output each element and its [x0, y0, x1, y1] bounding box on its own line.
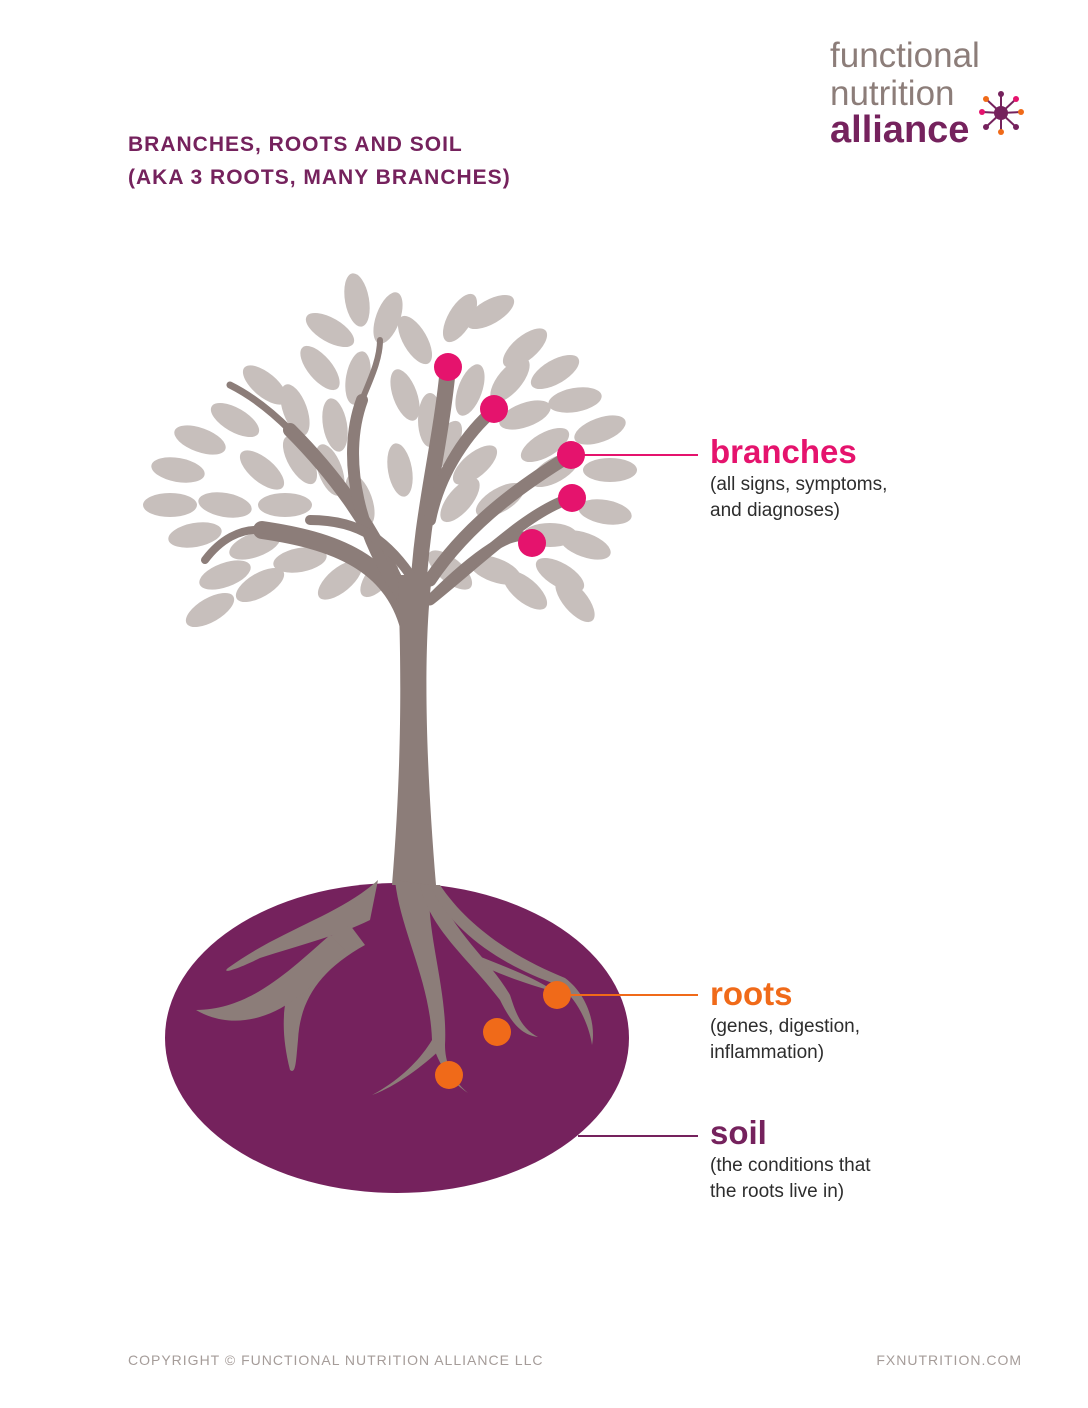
leaf — [574, 415, 626, 445]
leaf — [151, 457, 205, 483]
leaf — [185, 592, 235, 628]
leaf — [235, 567, 285, 603]
leaf — [258, 493, 312, 517]
leaf — [502, 328, 548, 368]
leaf — [530, 354, 580, 390]
branch-dot — [518, 529, 546, 557]
roots-callout: roots (genes, digestion, inflammation) — [710, 974, 860, 1066]
network-star-icon — [979, 91, 1024, 135]
leaf — [174, 425, 226, 455]
leaf — [465, 294, 515, 330]
page-title-line-1: BRANCHES, ROOTS AND SOIL — [128, 133, 463, 156]
leaf — [168, 522, 222, 548]
leaf — [373, 292, 403, 344]
roots-description-line-2: inflammation) — [710, 1042, 825, 1063]
root-dot — [483, 1018, 511, 1046]
leaf — [143, 493, 197, 517]
logo-text-alliance: alliance — [830, 109, 970, 151]
branch-dot — [558, 484, 586, 512]
soil-description-line-1: (the conditions that — [710, 1155, 871, 1176]
tree-roots — [196, 880, 593, 1095]
branch-dots — [434, 353, 586, 557]
leaf — [242, 365, 288, 405]
branches-callout: branches (all signs, symptoms, and diagn… — [710, 432, 887, 524]
leaf — [455, 364, 485, 416]
roots-label: roots — [710, 975, 793, 1012]
leaf — [578, 499, 632, 525]
leaf — [390, 369, 420, 421]
root-dots — [435, 981, 571, 1089]
leaf — [210, 402, 260, 438]
leaf — [397, 315, 433, 365]
leaf — [452, 445, 498, 485]
soil-description-line-2: the roots live in) — [710, 1181, 845, 1202]
leaf — [440, 477, 480, 523]
logo-text-nutrition: nutrition — [830, 74, 955, 113]
leaf — [239, 450, 285, 490]
copyright-notice: COPYRIGHT © FUNCTIONAL NUTRITION ALLIANC… — [128, 1352, 544, 1368]
leaf — [387, 443, 413, 497]
branch-dot — [480, 395, 508, 423]
leaf — [280, 384, 310, 436]
roots-description-line-1: (genes, digestion, — [710, 1016, 860, 1037]
website-url: FXNUTRITION.COM — [876, 1352, 1022, 1368]
leaf — [273, 547, 327, 573]
root-dot — [543, 981, 571, 1009]
page-title-line-2: (AKA 3 ROOTS, MANY BRANCHES) — [128, 166, 511, 189]
soil-label: soil — [710, 1114, 767, 1151]
soil-ellipse — [165, 883, 629, 1193]
branch-dot — [557, 441, 585, 469]
leaf — [548, 387, 602, 413]
branches-description-line-2: and diagnoses) — [710, 500, 840, 521]
leaf — [344, 273, 370, 327]
logo-text-functional: functional — [830, 36, 980, 75]
branches-label: branches — [710, 433, 857, 470]
branches-description-line-1: (all signs, symptoms, — [710, 474, 888, 495]
leaf — [199, 560, 251, 590]
branch-dot — [434, 353, 462, 381]
leaf — [198, 492, 252, 518]
leaf — [520, 427, 570, 463]
leaf — [282, 435, 318, 485]
leaf — [322, 398, 348, 452]
leaf — [499, 400, 551, 430]
leaf — [442, 293, 478, 343]
tree-branches — [201, 337, 578, 649]
leaf — [305, 312, 355, 348]
soil-callout: soil (the conditions that the roots live… — [710, 1113, 871, 1205]
leaf — [583, 458, 637, 482]
leaf — [555, 577, 595, 623]
root-dot — [435, 1061, 463, 1089]
page-title: BRANCHES, ROOTS AND SOIL (AKA 3 ROOTS, M… — [128, 128, 511, 194]
tree-trunk — [392, 575, 436, 885]
leaf — [490, 357, 530, 403]
brand-logo: functional nutrition alliance — [830, 38, 1050, 158]
leaf — [317, 560, 363, 600]
leaf — [300, 345, 340, 391]
